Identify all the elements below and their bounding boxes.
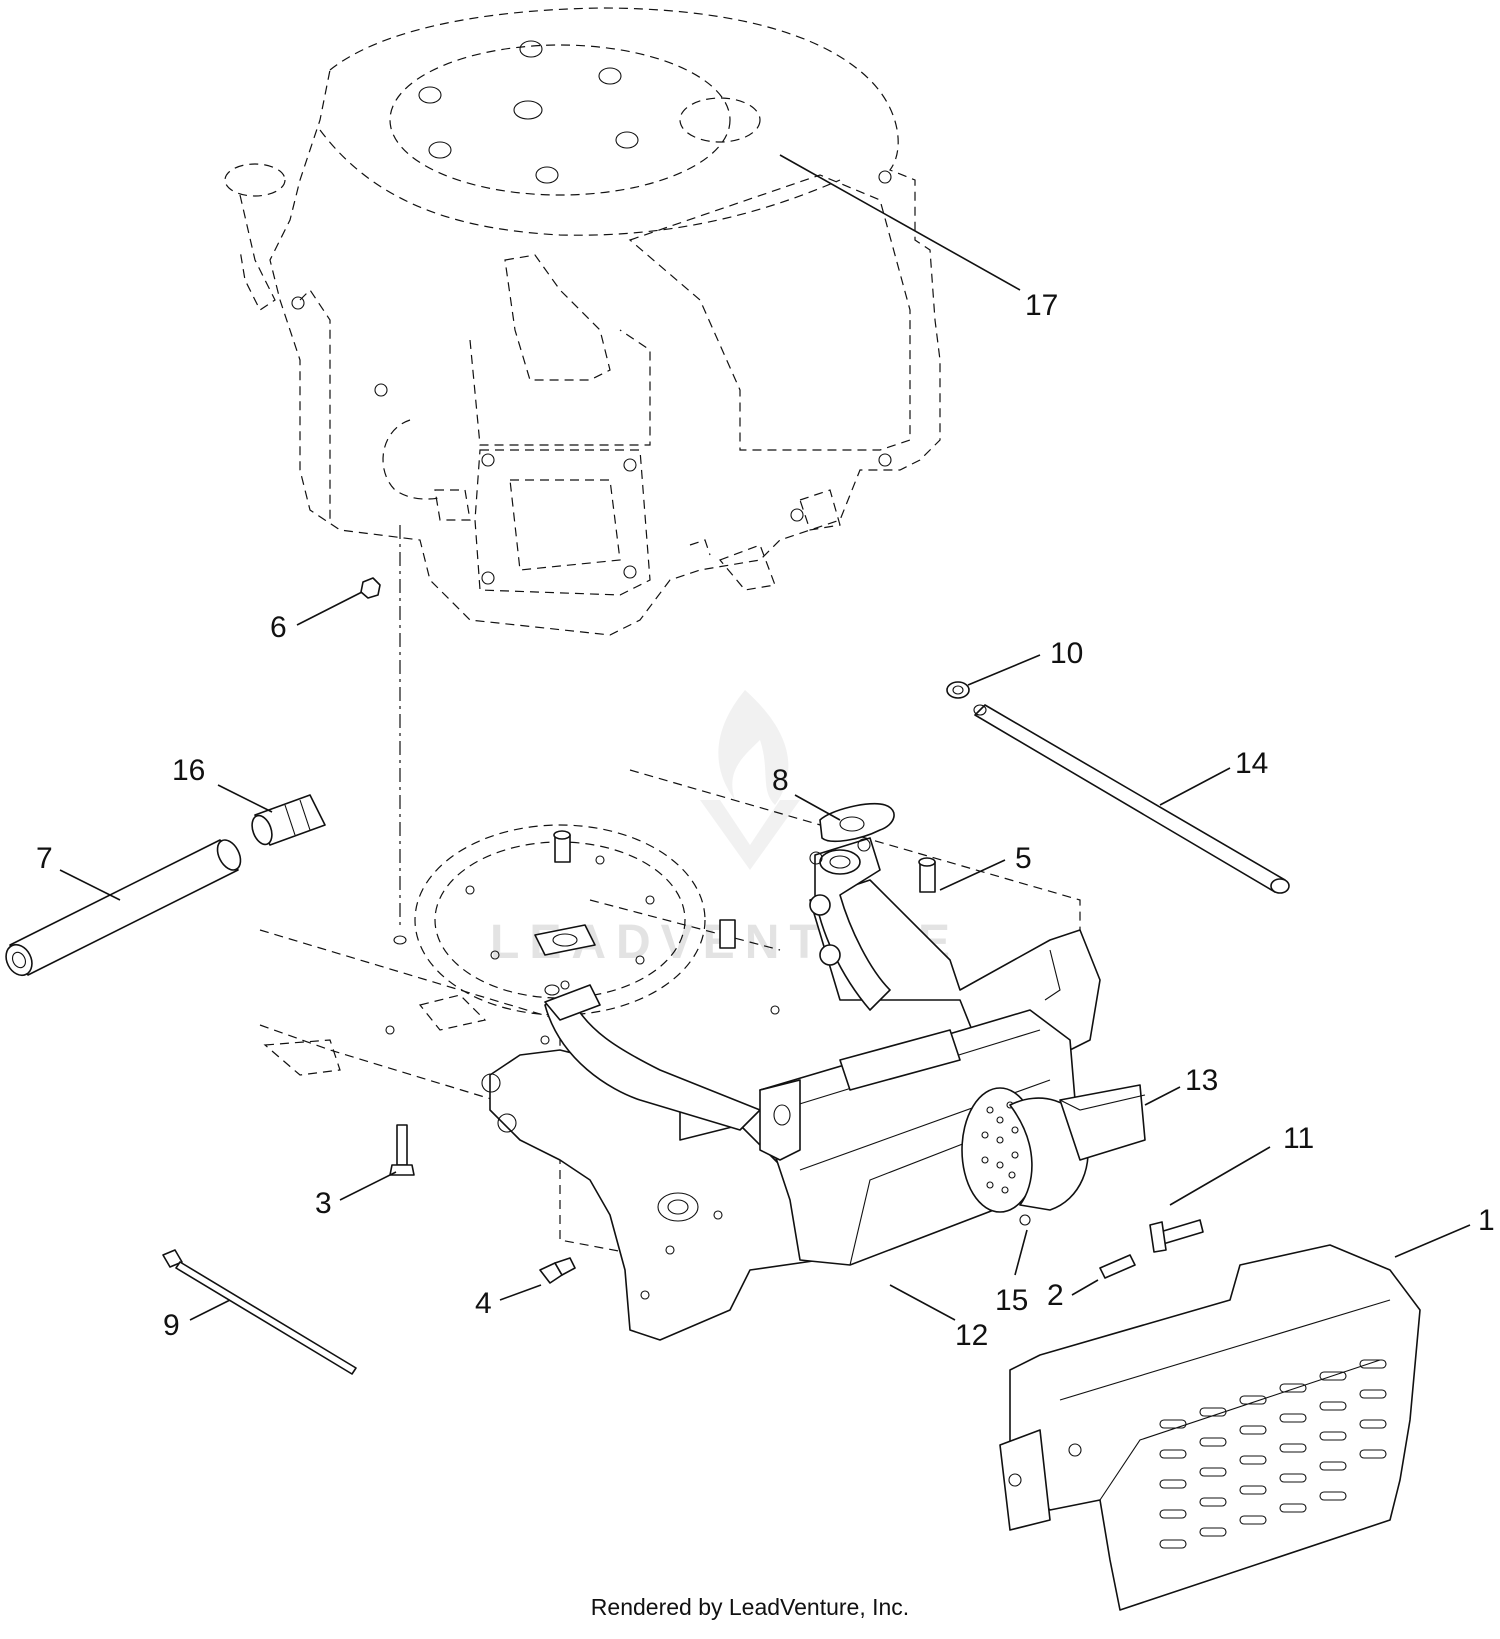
callout-2: 2 [1047,1279,1064,1312]
bolt-3 [389,1124,415,1176]
callout-labels: 1 2 3 4 5 6 7 8 9 10 11 12 13 14 15 16 1… [36,289,1495,1352]
callout-10: 10 [1050,637,1083,670]
tailpipe [1059,1084,1146,1161]
callout-5: 5 [1015,842,1032,875]
callout-16: 16 [172,754,205,787]
callout-8: 8 [772,764,789,797]
callout-6: 6 [270,611,287,644]
callout-7: 7 [36,842,53,875]
gasket-8 [819,802,895,842]
callout-13: 13 [1185,1064,1218,1097]
heat-shield [999,1244,1421,1611]
cable-tie-9 [162,1249,357,1375]
callout-15: 15 [995,1284,1028,1317]
leader-lines [59,154,1471,1321]
exhaust-pipes [534,837,891,1131]
footer-credit: Rendered by LeadVenture, Inc. [590,1594,910,1620]
callout-3: 3 [315,1187,332,1220]
callout-17: 17 [1025,289,1058,322]
callout-12: 12 [955,1319,988,1352]
hose-7 [5,839,242,977]
watermark-logo [700,690,800,870]
mount-hole [393,935,407,945]
nut-6 [360,577,381,599]
hose-14 [973,704,1290,894]
screw-2 [1099,1254,1136,1279]
spark-arrestor [961,1087,1089,1226]
callout-1: 1 [1478,1204,1495,1237]
callout-4: 4 [475,1287,492,1320]
callout-9: 9 [163,1309,180,1342]
callout-14: 14 [1235,747,1268,780]
nut-4 [539,1257,576,1284]
engine [224,7,941,636]
fitting-16 [251,794,326,846]
screw-11 [1149,1219,1204,1253]
clamp-10 [946,681,970,699]
callout-11: 11 [1283,1122,1314,1155]
